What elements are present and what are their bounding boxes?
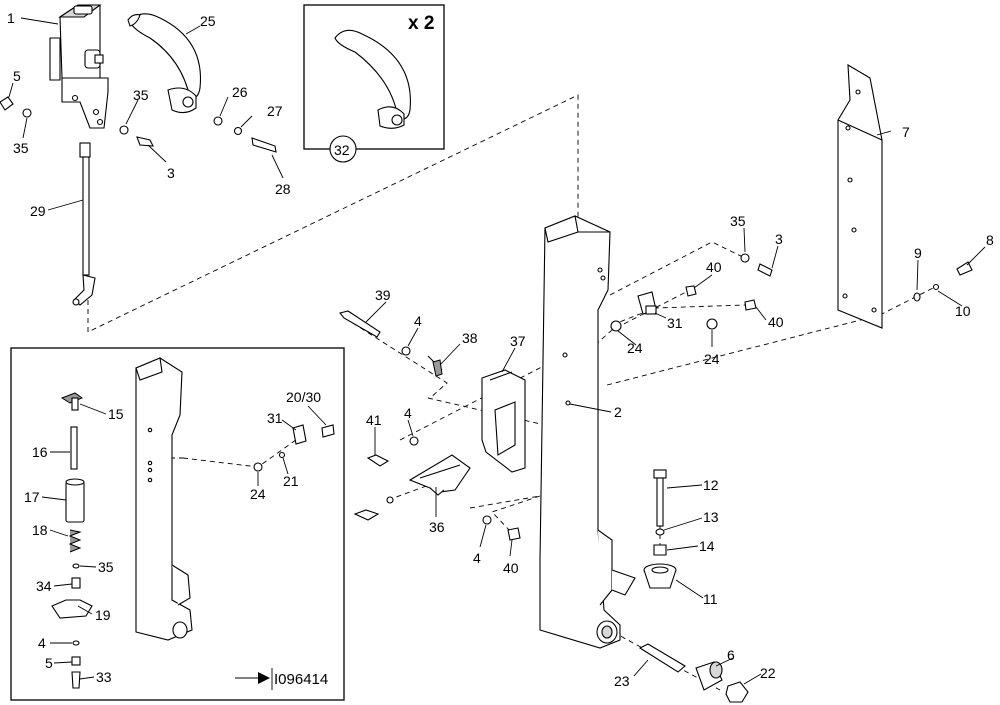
callout-40: 40 <box>768 314 784 330</box>
callout-labels: 1 25 5 35 35 26 27 3 28 29 x 2 32 7 8 9 … <box>7 10 994 689</box>
callout-3: 3 <box>775 231 783 247</box>
drawing-reference-number: I096414 <box>274 671 328 688</box>
parts-8-9-10-fasteners <box>913 261 973 302</box>
callout-36: 36 <box>429 519 445 535</box>
callout-4: 4 <box>404 405 412 421</box>
inset-callout-35: 35 <box>98 559 114 575</box>
part-25-grab-handle <box>127 13 202 114</box>
inset-callout-34: 34 <box>36 578 52 594</box>
part-11-bumper <box>643 563 677 589</box>
inset-callout-5: 5 <box>45 655 53 671</box>
inset-callout-4: 4 <box>38 635 46 651</box>
callout-35: 35 <box>13 140 29 156</box>
callout-7: 7 <box>902 124 910 140</box>
inset-callout-16: 16 <box>32 444 48 460</box>
callout-3: 3 <box>167 165 175 181</box>
part-23-pin <box>638 643 686 673</box>
callout-13: 13 <box>703 509 719 525</box>
part-40-nut <box>507 527 521 541</box>
inset-32-handle-qty <box>303 4 445 163</box>
callout-9: 9 <box>914 245 922 261</box>
part-37-bracket <box>481 369 526 473</box>
callout-37: 37 <box>510 333 526 349</box>
callout-10: 10 <box>955 303 971 319</box>
part-38-spring-coil <box>432 359 443 377</box>
part-1-hydraulic-reservoir <box>49 4 109 129</box>
callout-24: 24 <box>704 351 720 367</box>
inset-callout-15: 15 <box>108 406 124 422</box>
callout-29: 29 <box>30 203 46 219</box>
inset-callout-17: 17 <box>24 489 40 505</box>
callout-23: 23 <box>614 673 630 689</box>
inset-callout-24: 24 <box>250 486 266 502</box>
callout-39: 39 <box>375 287 391 303</box>
parts-12-14-bolt-stack <box>653 469 667 556</box>
part-36-bolt <box>353 496 394 521</box>
callout-2: 2 <box>614 404 622 420</box>
callout-12: 12 <box>703 477 719 493</box>
callout-28: 28 <box>275 181 291 197</box>
part-22-nut <box>725 681 749 703</box>
callout-35: 35 <box>730 213 746 229</box>
inset-multiplier: x 2 <box>408 13 434 34</box>
upper-left-fasteners <box>0 96 277 153</box>
callout-38: 38 <box>462 330 478 346</box>
callout-32: 32 <box>334 142 350 158</box>
part-39-long-bolt <box>339 310 381 338</box>
part-4-washer-b <box>409 436 419 446</box>
callout-40: 40 <box>706 259 722 275</box>
callout-8: 8 <box>986 232 994 248</box>
inset-callout-18: 18 <box>32 522 48 538</box>
callout-4: 4 <box>473 550 481 566</box>
part-2-main-column <box>539 215 636 649</box>
part-4-washer-a <box>401 346 411 356</box>
part-6-bushing <box>695 661 723 691</box>
callout-6: 6 <box>727 647 735 663</box>
callout-1: 1 <box>7 10 15 26</box>
inset-callout-33: 33 <box>96 669 112 685</box>
inset-callout-21: 21 <box>283 473 299 489</box>
callout-25: 25 <box>200 13 216 29</box>
callout-11: 11 <box>703 591 718 607</box>
column-fasteners <box>610 253 773 332</box>
inset-callout-19: 19 <box>95 607 111 623</box>
part-7-side-plate <box>837 64 883 329</box>
inset-callout-20-30: 20/30 <box>286 389 321 405</box>
part-41-bolt <box>366 454 390 467</box>
part-29-hydraulic-hose <box>72 142 96 306</box>
callout-22: 22 <box>760 665 776 681</box>
callout-35: 35 <box>133 87 149 103</box>
callout-26: 26 <box>232 84 248 100</box>
callout-40: 40 <box>503 560 519 576</box>
callout-27: 27 <box>267 103 283 119</box>
part-36-latch <box>408 454 471 496</box>
callout-14: 14 <box>699 538 715 554</box>
part-4-washer-c <box>482 515 492 525</box>
callout-24: 24 <box>627 340 643 356</box>
part-31-swivel-fitting <box>637 291 657 315</box>
leader-lines <box>8 17 986 685</box>
callout-5: 5 <box>13 68 21 84</box>
inset-callout-31: 31 <box>267 410 283 426</box>
callout-4: 4 <box>414 313 422 329</box>
lower-left-inset <box>10 347 345 701</box>
callout-31: 31 <box>667 315 683 331</box>
callout-41: 41 <box>366 412 382 428</box>
